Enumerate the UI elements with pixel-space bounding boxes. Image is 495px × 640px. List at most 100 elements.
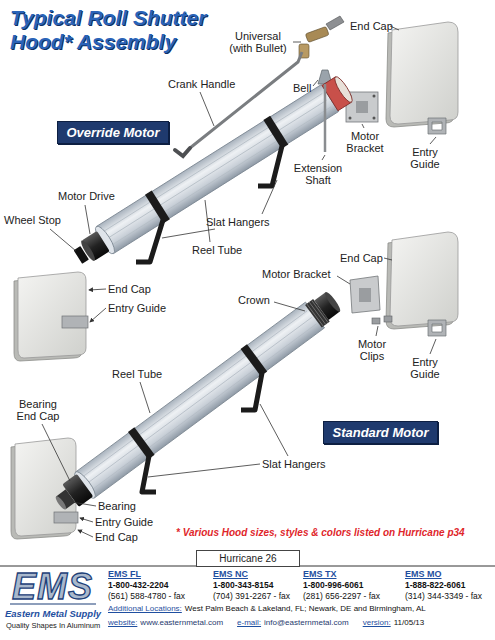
leader-line <box>42 424 70 481</box>
page-title: Typical Roll Shutter Hood* Assembly <box>10 6 225 54</box>
bracket-slot <box>356 101 368 113</box>
contact-text: (314) 344-3349 - fax <box>405 591 482 601</box>
reel-tube <box>69 73 356 271</box>
leader-line <box>362 124 364 128</box>
end-cap-plate <box>386 232 458 336</box>
slat-hanger-strap <box>263 116 288 149</box>
slat-hanger-strap <box>128 427 155 459</box>
leader-line <box>72 502 96 506</box>
leader-line <box>376 326 378 336</box>
part-label: Crank Handle <box>168 78 235 90</box>
part-label: Slat Hangers <box>206 216 270 228</box>
contact-text: e-mail: <box>237 618 261 628</box>
slat-hanger-leg <box>142 456 156 492</box>
part-label: End Cap <box>95 531 138 543</box>
bracket-hole <box>373 95 376 98</box>
entry-guide <box>428 320 446 336</box>
crank-grip <box>175 148 190 156</box>
motor-bracket <box>350 276 392 324</box>
leader-line <box>140 382 150 413</box>
contact-text: West Palm Beach & Lakeland, FL; Newark, … <box>185 604 426 614</box>
part-label: Reel Tube <box>192 244 242 256</box>
part-label: Entry Guide <box>403 146 447 170</box>
leader-line <box>85 205 90 234</box>
wheel-stop <box>74 246 89 264</box>
contact-text: 1-800-432-2204 <box>108 580 169 590</box>
leader-line <box>200 92 214 126</box>
part-label: Bell <box>293 82 311 94</box>
leader-line <box>430 137 436 144</box>
universal-yoke <box>305 26 329 42</box>
extension-shaft <box>324 84 327 152</box>
leader-line <box>50 229 76 251</box>
entry-guide <box>428 118 446 134</box>
part-label: Motor Drive <box>58 190 115 202</box>
contact-text: EMS TX <box>303 569 337 580</box>
page-number-box: Hurricane 26 <box>196 550 300 567</box>
box-text: Standard Motor <box>332 425 428 440</box>
end-cap-plate <box>386 22 458 134</box>
contact-text: EMS MO <box>405 569 442 580</box>
contact-text: (281) 656-2297 - fax <box>303 591 380 601</box>
motor-type-box: Override Motor <box>57 121 169 144</box>
part-label: Bearing End Cap <box>12 398 64 422</box>
leader-line <box>78 530 93 537</box>
leader-line <box>293 42 301 43</box>
motor-type-box: Standard Motor <box>323 421 438 444</box>
bearing-face <box>54 495 68 511</box>
part-label: Bearing <box>98 500 136 512</box>
leader-line <box>80 518 93 522</box>
slat-hanger-strap <box>145 190 170 223</box>
part-label: Wheel Stop <box>4 214 61 226</box>
slat-hanger-strap <box>241 344 268 376</box>
part-label: Reel Tube <box>112 368 162 380</box>
bracket-slot <box>359 288 371 302</box>
company-name: Eastern Metal Supply <box>5 608 101 619</box>
part-label: Slat Hangers <box>262 458 326 470</box>
part-label: End Cap <box>350 20 393 32</box>
part-label: End Cap <box>340 252 383 264</box>
universal-joint <box>299 16 344 58</box>
part-label: Extension Shaft <box>290 162 346 186</box>
box-text: Hurricane 26 <box>219 553 276 564</box>
box-text: Override Motor <box>66 125 159 140</box>
leader-line <box>322 155 325 160</box>
leader-line <box>274 302 305 311</box>
contact-text: website: <box>108 618 137 628</box>
contact-text: info@easternmetal.com <box>264 618 349 628</box>
bracket-plate <box>350 276 380 313</box>
part-label: Motor Bracket <box>339 130 391 154</box>
footnote: * Various Hood sizes, styles & colors li… <box>176 527 465 539</box>
motor-head-end <box>323 290 342 313</box>
entry-guide <box>62 316 88 328</box>
leader-line <box>162 229 215 238</box>
leader-lines <box>42 26 436 537</box>
leader-line <box>148 464 260 477</box>
contact-text: www.easternmetal.com <box>140 618 223 628</box>
contact-text: 1-800-343-8154 <box>213 580 274 590</box>
motor-clip <box>372 318 380 324</box>
leader-line <box>430 339 436 354</box>
slat-hanger-leg <box>136 220 163 262</box>
contact-text: (561) 588-4780 - fax <box>108 591 185 601</box>
part-label: Crown <box>238 294 270 306</box>
slat-hanger-leg <box>241 373 262 410</box>
logo-text: EMS <box>12 567 93 607</box>
leader-line <box>337 276 350 284</box>
motor-head-end <box>332 75 355 105</box>
end-cap-plate <box>14 272 88 361</box>
part-label: Motor Bracket <box>262 268 330 280</box>
contact-text: EMS NC <box>213 569 248 580</box>
entry-guide <box>54 512 78 523</box>
contact-text: EMS FL <box>108 569 141 580</box>
contact-text: (704) 391-2267 - fax <box>213 591 290 601</box>
contact-text: 1-800-996-6061 <box>303 580 364 590</box>
reel-tube <box>49 286 345 518</box>
part-label: End Cap <box>108 283 151 295</box>
contact-text: version: <box>363 618 391 628</box>
leader-line <box>384 258 392 260</box>
